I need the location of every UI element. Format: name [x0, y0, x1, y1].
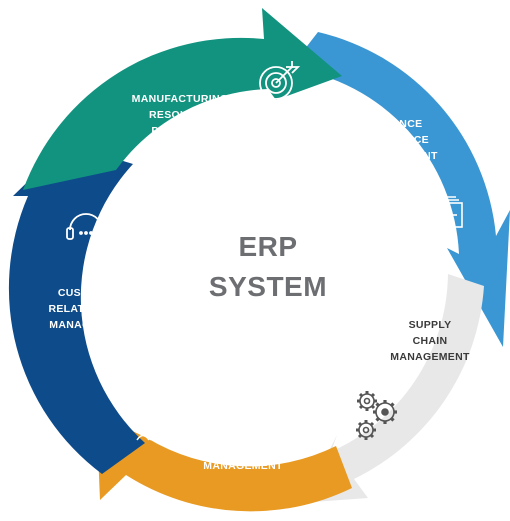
target-icon	[259, 61, 301, 100]
supply-chain-segment	[313, 274, 484, 502]
center-title-line-1: ERP	[238, 231, 297, 262]
manufacturing-label-line-3: PLANNING	[151, 125, 208, 137]
supply-chain-label-line-3: MANAGEMENT	[390, 351, 470, 363]
human-resource-segment	[95, 378, 352, 512]
finance-label: FINANCE RESOURCE MANAGEMENT	[358, 118, 438, 162]
customer-relationship-label-line-2: RELATIONSHIP	[49, 303, 130, 315]
manufacturing-label-line-1: MANUFACTURING	[132, 93, 229, 105]
supply-chain-label-line-1: SUPPLY	[409, 319, 452, 331]
customer-relationship-label-line-1: CUSTOMER	[58, 287, 120, 299]
finance-label-line-2: RESOURCE	[367, 134, 429, 146]
human-resource-label-line-3: MANAGEMENT	[203, 460, 283, 472]
finance-label-line-3: MANAGEMENT	[358, 150, 438, 162]
gears-icon	[356, 391, 397, 440]
svg-text:$: $	[437, 209, 444, 223]
org-chart-icon	[136, 396, 176, 441]
finance-label-line-1: FINANCE	[374, 118, 423, 130]
human-resource-label: HUMAN RESOURCE MANAGEMENT	[203, 428, 283, 472]
center-hub	[146, 149, 384, 387]
customer-relationship-segment	[8, 129, 145, 474]
supply-chain-label: SUPPLY CHAIN MANAGEMENT	[390, 319, 470, 363]
center-title-line-2: SYSTEM	[209, 271, 327, 302]
headset-icon	[66, 213, 106, 249]
supply-chain-label-line-2: CHAIN	[413, 335, 448, 347]
customer-relationship-label: CUSTOMER RELATIONSHIP MANAGEMENT	[49, 287, 130, 331]
human-resource-label-line-2: RESOURCE	[212, 444, 274, 456]
human-resource-label-line-1: HUMAN	[223, 428, 264, 440]
customer-relationship-label-line-3: MANAGEMENT	[49, 319, 129, 331]
money-icon: $	[417, 196, 463, 228]
manufacturing-label: MANUFACTURING RESOURCE PLANNING	[132, 93, 229, 137]
manufacturing-segment	[23, 8, 342, 190]
manufacturing-label-line-2: RESOURCE	[149, 109, 211, 121]
